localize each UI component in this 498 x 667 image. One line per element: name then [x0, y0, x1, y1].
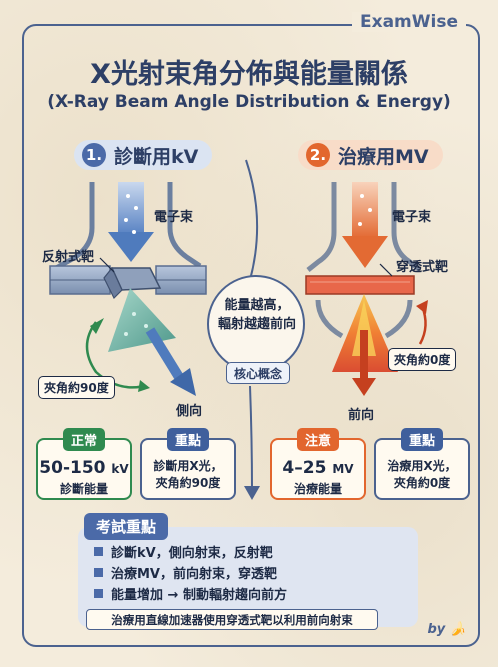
card-tag: 注意 — [296, 428, 340, 451]
target-label: 穿透式靶 — [396, 260, 449, 275]
electron-beam-label: 電子束 — [392, 210, 432, 225]
energy-unit: MV — [332, 462, 354, 476]
section-heading-therapy: 2. 治療用MV — [298, 140, 443, 170]
card-tag: 重點 — [400, 428, 444, 451]
page-subtitle: (X-Ray Beam Angle Distribution & Energy) — [47, 92, 451, 112]
electron-beam-label: 電子束 — [154, 210, 194, 225]
core-concept-badge: 核心概念 — [226, 362, 290, 384]
angle-0-arrow-icon — [416, 300, 428, 345]
key-point-text: 診斷用X光， 夾角約90度 — [142, 458, 234, 492]
electron-beam-arrow-icon — [342, 182, 388, 268]
target-label: 反射式靶 — [42, 250, 95, 265]
core-concept-line: 輻射越趨前向 — [217, 317, 296, 332]
section-heading-text: 診斷用kV — [114, 145, 199, 168]
energy-range: 50-150 kV — [38, 458, 130, 478]
bullet-icon — [94, 589, 103, 598]
bullet-icon — [94, 568, 103, 577]
core-concept-text: 能量越高， 輻射越趨前向 — [207, 296, 307, 334]
key-point-line: 診斷用X光， — [153, 459, 223, 473]
energy-range: 4–25 MV — [272, 458, 364, 478]
key-point-line: 夾角約0度 — [393, 476, 451, 490]
key-point-card: 重點 治療用X光， 夾角約0度 — [374, 428, 470, 500]
energy-value: 4–25 — [282, 458, 327, 478]
section-heading-text: 治療用MV — [338, 145, 429, 168]
exam-points-tag: 考試重點 — [84, 513, 169, 540]
page-title: X光射束角分佈與能量關係 — [90, 59, 408, 90]
energy-desc: 診斷能量 — [59, 482, 108, 496]
signature: by 🍌 — [427, 622, 467, 637]
target-leader-line — [379, 263, 393, 277]
exam-note: 治療用直線加速器使用穿透式靶以利用前向射束 — [86, 609, 378, 630]
list-item: 治療MV，前向射束，穿透靶 — [94, 562, 287, 583]
forward-output-arrow-icon — [352, 330, 376, 396]
core-concept-line: 能量越高， — [224, 298, 290, 313]
output-direction-label: 前向 — [348, 408, 375, 423]
key-point-line: 治療用X光， — [387, 459, 457, 473]
electron-beam-arrow-icon — [108, 182, 154, 262]
center-flow-arrow-icon — [207, 159, 305, 500]
frame-border — [22, 24, 480, 647]
card-tag: 重點 — [166, 428, 210, 451]
output-direction-label: 側向 — [176, 404, 203, 419]
section-number: 2. — [306, 143, 330, 167]
bullet-icon — [94, 547, 103, 556]
normal-energy-card: 正常 50-150 kV 診斷能量 — [36, 428, 132, 500]
exam-points-list: 診斷kV，側向射束，反射靶 治療MV，前向射束，穿透靶 能量增加 → 制動輻射趨… — [94, 541, 287, 604]
angle-label: 夾角約0度 — [388, 348, 457, 371]
caution-energy-card: 注意 4–25 MV 治療能量 — [270, 428, 366, 500]
energy-desc: 治療能量 — [293, 482, 342, 496]
target-leader-line — [99, 257, 115, 273]
angle-90-arrow-icon — [85, 318, 150, 392]
angle-label: 夾角約90度 — [38, 376, 115, 399]
xray-beam-side-icon — [108, 288, 176, 352]
key-point-text: 治療用X光， 夾角約0度 — [376, 458, 468, 492]
diagnostic-tube-icon — [49, 182, 207, 295]
energy-unit: kV — [111, 462, 129, 476]
section-number: 1. — [82, 143, 106, 167]
transmission-target-icon — [305, 275, 415, 295]
therapy-tube-icon — [306, 182, 422, 339]
energy-value: 50-150 — [39, 458, 106, 478]
key-point-line: 夾角約90度 — [155, 476, 221, 490]
list-item: 能量增加 → 制動輻射趨向前方 — [94, 583, 287, 604]
card-tag: 正常 — [62, 428, 106, 451]
list-item: 診斷kV，側向射束，反射靶 — [94, 541, 287, 562]
side-output-arrow-icon — [145, 327, 196, 396]
brand-logo: ExamWise — [352, 12, 466, 32]
section-heading-diagnostic: 1. 診斷用kV — [74, 140, 213, 170]
key-point-card: 重點 診斷用X光， 夾角約90度 — [140, 428, 236, 500]
reflective-target-icon — [103, 266, 162, 300]
